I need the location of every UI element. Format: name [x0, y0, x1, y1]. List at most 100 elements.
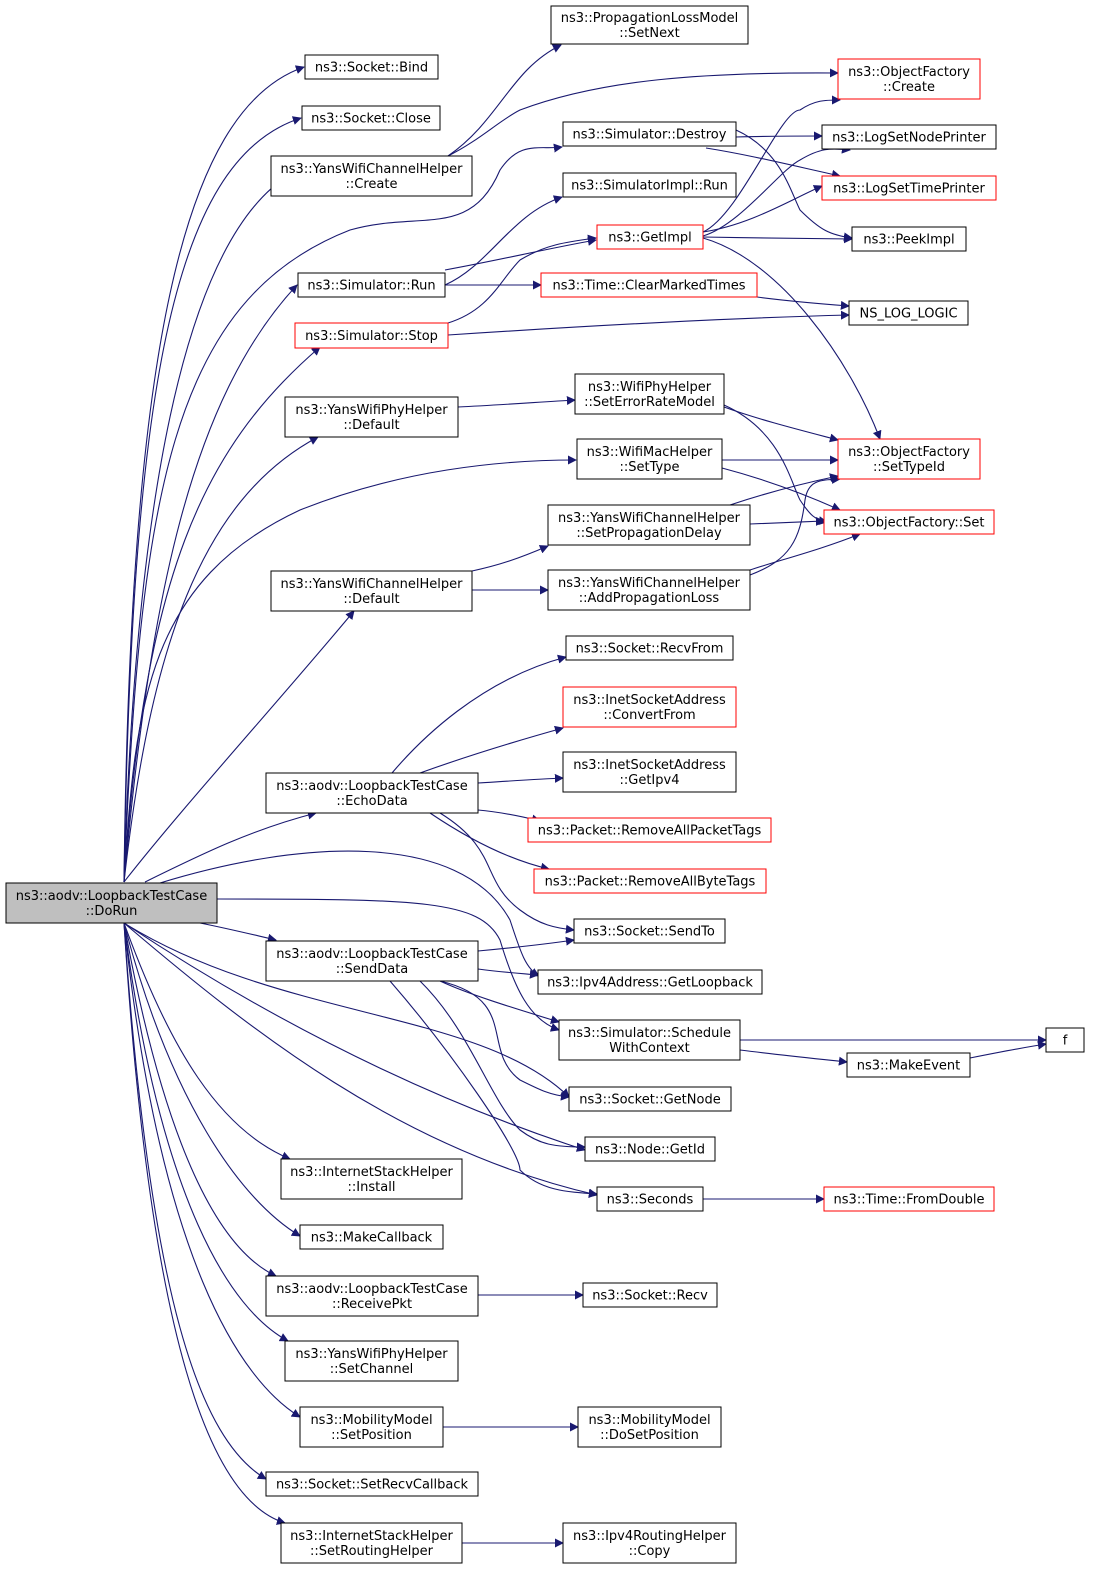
call-nodes: ns3::aodv::LoopbackTestCase::DoRunns3::S… [5, 5, 1085, 1564]
node-label: ns3::Time::ClearMarkedTimes [552, 279, 745, 294]
node-of-create[interactable]: ns3::ObjectFactory::Create [837, 58, 981, 100]
node-mac-set-type[interactable]: ns3::WifiMacHelper::SetType [576, 438, 723, 480]
node-label: ::AddPropagationLoss [579, 591, 720, 606]
call-edge [123, 65, 305, 883]
node-box [294, 322, 449, 349]
call-edge [457, 395, 576, 408]
node-label: f [1063, 1034, 1068, 1049]
node-box [562, 686, 737, 728]
node-label: ns3::InternetStackHelper [290, 1165, 453, 1180]
node-box [596, 224, 704, 250]
node-set-recv-cb[interactable]: ns3::Socket::SetRecvCallback [265, 1471, 479, 1497]
node-box [596, 1186, 704, 1212]
node-inet-install[interactable]: ns3::InternetStackHelper::Install [280, 1158, 463, 1200]
node-set-routing[interactable]: ns3::InternetStackHelper::SetRoutingHelp… [280, 1522, 463, 1564]
node-set-err-model[interactable]: ns3::WifiPhyHelper::SetErrorRateModel [574, 373, 725, 415]
node-ns-log-logic[interactable]: NS_LOG_LOGIC [848, 300, 969, 326]
node-log-node[interactable]: ns3::LogSetNodePrinter [821, 124, 997, 150]
node-recv-from[interactable]: ns3::Socket::RecvFrom [565, 635, 734, 661]
node-sim-run[interactable]: ns3::Simulator::Run [297, 272, 446, 298]
node-mob-set-pos[interactable]: ns3::MobilityModel::SetPosition [299, 1406, 444, 1448]
call-edge [144, 810, 317, 883]
call-edge [447, 68, 839, 157]
node-label: ns3::Simulator::Run [307, 279, 435, 294]
node-get-loopback[interactable]: ns3::Ipv4Address::GetLoopback [537, 969, 763, 995]
node-label: ::SetChannel [330, 1362, 413, 1377]
node-label: ns3::ObjectFactory [848, 65, 970, 80]
node-box [280, 1158, 463, 1200]
node-get-node[interactable]: ns3::Socket::GetNode [568, 1086, 732, 1112]
node-label: ns3::WifiMacHelper [587, 445, 713, 460]
node-sim-stop[interactable]: ns3::Simulator::Stop [294, 322, 449, 349]
node-box [574, 373, 725, 415]
node-label: ::ConvertFrom [603, 708, 695, 723]
node-socket-recv[interactable]: ns3::Socket::Recv [582, 1282, 718, 1308]
node-get-ipv4[interactable]: ns3::InetSocketAddress::GetIpv4 [562, 751, 737, 793]
call-edge [429, 812, 550, 872]
node-yans-ch-default[interactable]: ns3::YansWifiChannelHelper::Default [270, 570, 473, 612]
call-edge [721, 467, 841, 511]
node-receive-pkt[interactable]: ns3::aodv::LoopbackTestCase::ReceivePkt [265, 1275, 479, 1317]
node-sim-destroy[interactable]: ns3::Simulator::Destroy [562, 121, 737, 147]
node-add-prop-loss[interactable]: ns3::YansWifiChannelHelper::AddPropagati… [547, 569, 751, 611]
node-do-set-pos[interactable]: ns3::MobilityModel::DoSetPosition [577, 1406, 722, 1448]
call-edge [123, 284, 298, 883]
node-make-event[interactable]: ns3::MakeEvent [846, 1052, 971, 1078]
node-box [562, 1522, 737, 1564]
node-box [558, 1019, 741, 1061]
node-label: ::Copy [629, 1544, 671, 1559]
call-edge [749, 516, 825, 526]
call-edge [123, 173, 292, 883]
node-get-impl[interactable]: ns3::GetImpl [596, 224, 704, 250]
node-box [846, 1052, 971, 1078]
node-label: NS_LOG_LOGIC [859, 307, 957, 322]
node-send-data[interactable]: ns3::aodv::LoopbackTestCase::SendData [265, 940, 479, 982]
node-label: ::DoRun [86, 904, 138, 919]
node-make-callback[interactable]: ns3::MakeCallback [299, 1224, 444, 1250]
node-label: ns3::ObjectFactory [848, 445, 970, 460]
node-close[interactable]: ns3::Socket::Close [301, 105, 441, 131]
node-label: ns3::Ipv4Address::GetLoopback [547, 976, 753, 991]
call-edge [705, 147, 841, 179]
node-phy-set-channel[interactable]: ns3::YansWifiPhyHelper::SetChannel [284, 1340, 459, 1382]
node-do-run[interactable]: ns3::aodv::LoopbackTestCase::DoRun [5, 882, 218, 924]
node-log-time[interactable]: ns3::LogSetTimePrinter [821, 175, 997, 201]
node-seconds[interactable]: ns3::Seconds [596, 1186, 704, 1212]
node-box [823, 1186, 995, 1212]
node-time-from-double[interactable]: ns3::Time::FromDouble [823, 1186, 995, 1212]
node-f[interactable]: f [1045, 1027, 1085, 1053]
node-prop-set-next[interactable]: ns3::PropagationLossModel::SetNext [550, 5, 749, 45]
node-bind[interactable]: ns3::Socket::Bind [304, 54, 439, 80]
node-node-get-id[interactable]: ns3::Node::GetId [584, 1136, 716, 1162]
node-echo-data[interactable]: ns3::aodv::LoopbackTestCase::EchoData [265, 772, 479, 814]
node-box [265, 1471, 479, 1497]
node-peek-impl[interactable]: ns3::PeekImpl [851, 226, 967, 252]
node-box [547, 569, 751, 611]
node-clear-marked[interactable]: ns3::Time::ClearMarkedTimes [540, 272, 758, 298]
node-box [297, 272, 446, 298]
node-set-prop-delay[interactable]: ns3::YansWifiChannelHelper::SetPropagati… [547, 504, 751, 546]
node-yans-phy-default[interactable]: ns3::YansWifiPhyHelper::Default [284, 396, 459, 438]
node-label: ns3::WifiPhyHelper [588, 380, 712, 395]
node-label: ns3::aodv::LoopbackTestCase [276, 779, 467, 794]
node-box [576, 438, 723, 480]
call-edge [735, 131, 823, 141]
call-edge [723, 406, 839, 443]
node-yans-ch-create[interactable]: ns3::YansWifiChannelHelper::Create [270, 155, 473, 197]
node-send-to[interactable]: ns3::Socket::SendTo [573, 918, 726, 944]
node-convert-from[interactable]: ns3::InetSocketAddress::ConvertFrom [562, 686, 737, 728]
node-sim-impl-run[interactable]: ns3::SimulatorImpl::Run [562, 172, 737, 198]
node-of-set-type-id[interactable]: ns3::ObjectFactory::SetTypeId [837, 438, 981, 480]
node-rm-byte-tags[interactable]: ns3::Packet::RemoveAllByteTags [533, 868, 767, 894]
node-box [582, 1282, 718, 1308]
node-ipv4-rout-copy[interactable]: ns3::Ipv4RoutingHelper::Copy [562, 1522, 737, 1564]
call-edge [439, 812, 575, 934]
node-of-set[interactable]: ns3::ObjectFactory::Set [823, 509, 995, 535]
node-label: ns3::Socket::Close [311, 112, 431, 127]
call-edge [444, 236, 597, 271]
node-label: ::EchoData [336, 794, 407, 809]
node-rm-packet-tags[interactable]: ns3::Packet::RemoveAllPacketTags [527, 817, 772, 843]
node-box [568, 1086, 732, 1112]
